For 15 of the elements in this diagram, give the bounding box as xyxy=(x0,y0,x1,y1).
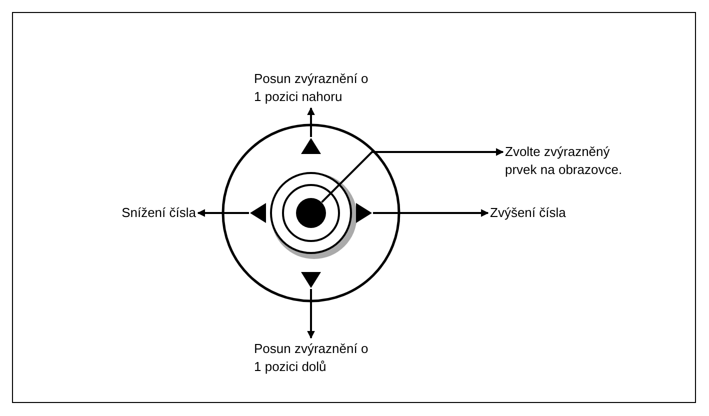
direction-triangle xyxy=(250,203,266,223)
direction-triangle xyxy=(356,203,372,223)
center-button xyxy=(296,198,326,228)
callout-text: Posun zvýraznění o 1 pozici nahoru xyxy=(254,70,374,106)
arrow xyxy=(197,209,249,217)
arrow xyxy=(321,148,504,203)
direction-triangle xyxy=(301,138,321,154)
arrow xyxy=(307,289,315,339)
callout-text: Zvýšení čísla xyxy=(490,204,600,222)
callout-text: Snížení čísla xyxy=(90,204,196,222)
arrow xyxy=(373,209,489,217)
callout-text: Posun zvýraznění o 1 pozici dolů xyxy=(254,340,374,376)
direction-triangle xyxy=(301,272,321,288)
arrow xyxy=(307,107,315,137)
callout-text: Zvolte zvýrazněný prvek na obrazovce. xyxy=(505,143,645,179)
